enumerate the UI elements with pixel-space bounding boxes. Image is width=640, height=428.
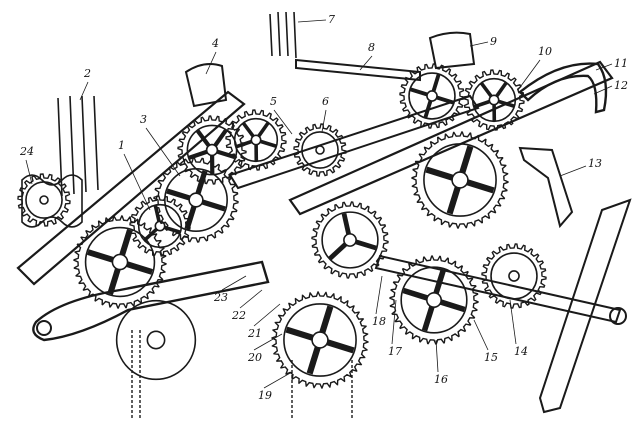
gear-wheel-right — [411, 131, 509, 229]
callout-9: 9 — [490, 35, 497, 48]
leader-19 — [263, 371, 293, 389]
gear-group — [17, 63, 547, 389]
callout-8: 8 — [368, 41, 375, 54]
callout-19: 19 — [258, 389, 272, 402]
pendulum-hook — [538, 198, 632, 414]
leader-22 — [239, 289, 263, 309]
callout-11: 11 — [614, 57, 628, 70]
callout-23: 23 — [214, 291, 228, 304]
leader-1 — [123, 153, 151, 211]
lever-pivot — [36, 320, 52, 336]
leader-14 — [509, 299, 517, 345]
spring-24 — [21, 174, 83, 228]
drum-left — [115, 299, 197, 381]
callout-3: 3 — [140, 113, 147, 126]
callout-5: 5 — [270, 95, 277, 108]
callout-10: 10 — [538, 45, 552, 58]
leader-24 — [25, 159, 33, 185]
gear-wheel-top — [225, 109, 287, 171]
callout-14: 14 — [514, 345, 528, 358]
leader-23 — [221, 275, 247, 291]
callout-4: 4 — [212, 37, 219, 50]
lever-13 — [518, 146, 574, 229]
callout-2: 2 — [84, 67, 91, 80]
frame-group — [16, 11, 632, 420]
leader-17 — [391, 299, 397, 345]
gear-wheel-16 — [389, 255, 479, 345]
gear-wheel-center — [311, 201, 389, 279]
leader-9 — [469, 41, 489, 47]
leader-lines — [25, 19, 613, 389]
gear-wheel-19 — [271, 291, 369, 389]
leader-10 — [517, 59, 541, 91]
callout-13: 13 — [588, 157, 602, 170]
leader-16 — [435, 339, 439, 373]
callout-17: 17 — [388, 345, 402, 358]
leader-15 — [473, 319, 489, 351]
gear-wheel-1 — [129, 195, 191, 257]
shaft-8 — [295, 58, 421, 82]
callout-12: 12 — [614, 79, 628, 92]
main-shaft — [374, 254, 622, 324]
leader-13 — [559, 165, 587, 177]
leader-6 — [321, 109, 327, 133]
callout-1: 1 — [118, 139, 125, 152]
leader-2 — [79, 81, 89, 101]
gear-large-left — [73, 215, 167, 309]
leader-20 — [253, 333, 283, 351]
rod-bundle-7 — [269, 11, 297, 59]
leader-3 — [145, 127, 181, 177]
callout-18: 18 — [372, 315, 386, 328]
callout-6: 6 — [322, 95, 329, 108]
pallet-9 — [428, 31, 476, 70]
leader-8 — [359, 55, 373, 71]
leader-18 — [375, 275, 383, 315]
gear-wheel-9 — [399, 63, 465, 129]
frame-bar-middle — [228, 94, 480, 190]
callout-15: 15 — [484, 351, 498, 364]
leader-12 — [593, 85, 613, 95]
callout-16: 16 — [434, 373, 448, 386]
leader-21 — [253, 303, 281, 327]
chain-left — [131, 330, 141, 420]
rod-bundle-2 — [57, 95, 99, 197]
shaft-end — [609, 307, 627, 325]
callout-22: 22 — [232, 309, 246, 322]
callout-20: 20 — [248, 351, 262, 364]
lever-arm — [32, 260, 270, 342]
leader-4 — [205, 51, 217, 75]
frame-bar-left — [16, 90, 246, 286]
gear-wheel-4 — [177, 115, 247, 185]
callout-21: 21 — [248, 327, 262, 340]
yoke — [518, 62, 608, 114]
leader-11 — [595, 63, 613, 71]
frame-bar-right — [288, 60, 614, 216]
callout-24: 24 — [20, 145, 34, 158]
callout-7: 7 — [328, 13, 335, 26]
leader-5 — [273, 109, 293, 135]
chain-center — [291, 360, 353, 420]
gear-wheel-6 — [293, 123, 347, 177]
leader-7 — [297, 19, 327, 23]
